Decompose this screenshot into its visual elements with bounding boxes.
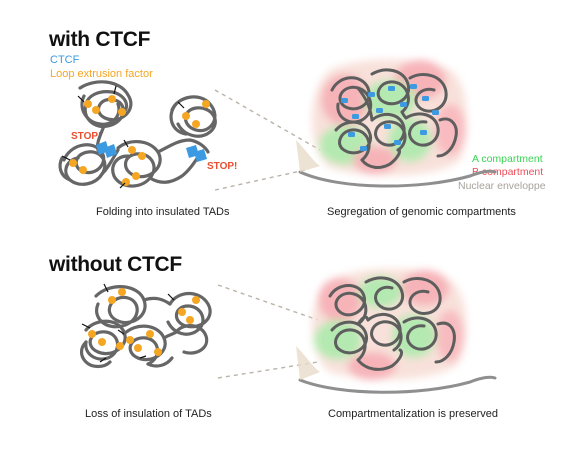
caption-loss-insulation: Loss of insulation of TADs: [85, 408, 212, 420]
legend-extrusion-factor: Loop extrusion factor: [50, 68, 153, 80]
heading-without-ctcf: without CTCF: [49, 253, 182, 276]
key-b-compartment: B compartment: [472, 166, 544, 178]
heading-with-ctcf: with CTCF: [49, 28, 151, 51]
ctcf-markers-nucleus: [341, 84, 439, 151]
legend-ctcf: CTCF: [50, 54, 80, 66]
nuclear-envelope-top: [298, 169, 497, 188]
key-a-compartment: A compartment: [472, 153, 543, 165]
ctcf-markers: [96, 141, 207, 162]
tad-cluster-without-ctcf: [79, 285, 212, 369]
nuclear-envelope-bottom: [298, 375, 497, 394]
extrusion-arrows-top: [61, 85, 185, 189]
caption-folding-tads: Folding into insulated TADs: [96, 206, 230, 218]
extrusion-arrows-bottom: [81, 283, 175, 363]
zoom-lines: [214, 89, 321, 379]
stop-label-left: STOP!: [71, 131, 102, 142]
stop-label-right: STOP!: [207, 161, 238, 172]
key-nuclear-envelope: Nuclear enveloppe: [458, 180, 546, 192]
caption-segregation: Segregation of genomic compartments: [327, 206, 516, 218]
extrusion-factor-markers-top: [69, 95, 210, 186]
caption-compartmentalization: Compartmentalization is preserved: [328, 408, 498, 420]
extrusion-factor-markers-bottom: [88, 288, 200, 356]
nucleus-with-ctcf: [296, 59, 497, 188]
nucleus-without-ctcf: [296, 268, 497, 394]
